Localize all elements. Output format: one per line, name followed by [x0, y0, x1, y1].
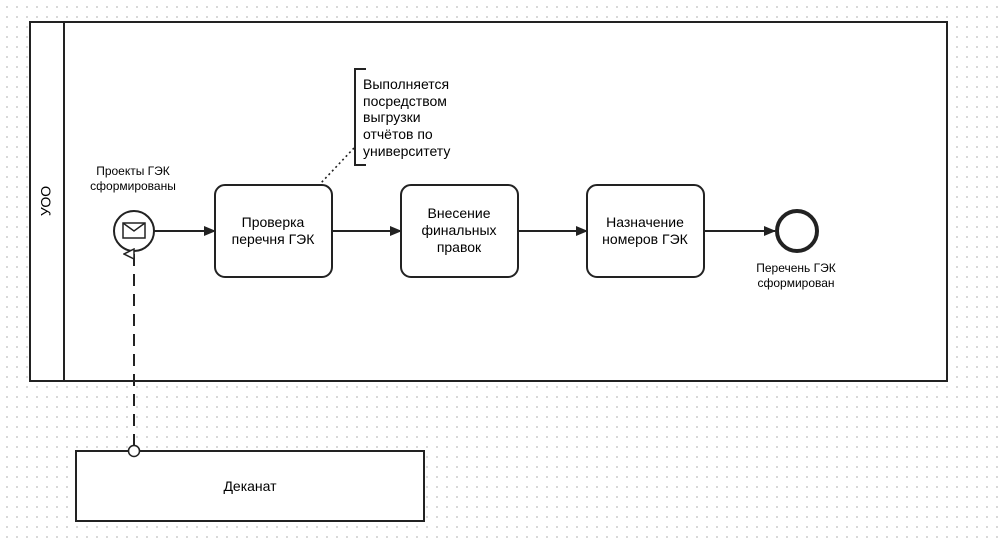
text-annotation[interactable]: Выполняется посредством выгрузки отчётов… [354, 68, 450, 166]
task-check-list[interactable]: Проверка перечня ГЭК [214, 184, 333, 278]
start-event-label-2: сформированы [90, 179, 176, 193]
end-event-label-1: Перечень ГЭК [756, 261, 836, 275]
start-event-message[interactable] [113, 210, 155, 252]
task-final-edits[interactable]: Внесение финальных правок [400, 184, 519, 278]
task-2-line-2: финальных [421, 222, 496, 238]
envelope-icon [122, 222, 146, 239]
task-assign-numbers[interactable]: Назначение номеров ГЭК [586, 184, 705, 278]
task-3-line-1: Назначение [606, 214, 684, 230]
task-3-line-2: номеров ГЭК [602, 231, 688, 247]
annotation-line-2: посредством [363, 93, 447, 109]
end-event[interactable] [775, 209, 819, 253]
task-2-line-1: Внесение [428, 205, 491, 221]
annotation-line-4: отчётов по [363, 126, 433, 142]
start-event-label-1: Проекты ГЭК [96, 164, 170, 178]
association-dotted[interactable] [319, 147, 355, 185]
task-1-line-2: перечня ГЭК [232, 231, 316, 247]
annotation-line-3: выгрузки [363, 109, 421, 125]
task-2-line-3: правок [437, 239, 482, 255]
pool-dekanat[interactable]: Деканат [75, 450, 425, 522]
pool-label: УОО [38, 186, 54, 216]
annotation-line-1: Выполняется [363, 76, 449, 92]
annotation-line-5: университету [363, 143, 450, 159]
task-1-line-1: Проверка [242, 214, 305, 230]
message-flow-origin-marker [127, 444, 141, 458]
end-event-label-2: сформирован [757, 276, 834, 290]
dekanat-label: Деканат [223, 478, 277, 494]
